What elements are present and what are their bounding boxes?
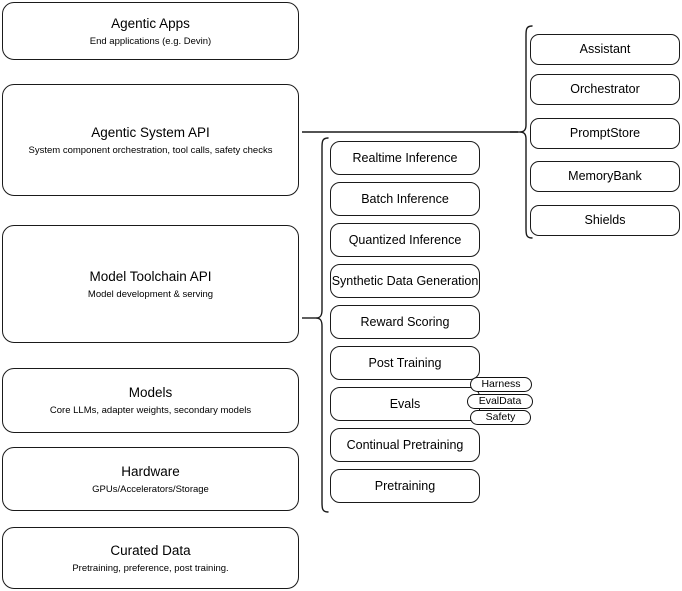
eval-pill-evaldata[interactable]: EvalData	[467, 394, 533, 409]
capability-box-batch-inference[interactable]: Batch Inference	[330, 182, 480, 216]
layer-box-curated-data[interactable]: Curated Data Pretraining, preference, po…	[2, 527, 299, 589]
layer-box-agentic-apps[interactable]: Agentic Apps End applications (e.g. Devi…	[2, 2, 299, 60]
layer-subtitle: System component orchestration, tool cal…	[28, 144, 273, 156]
layer-title: Agentic Apps	[111, 15, 190, 31]
capability-box-reward-scoring[interactable]: Reward Scoring	[330, 305, 480, 339]
component-label: PromptStore	[569, 126, 641, 140]
capability-box-evals[interactable]: Evals	[330, 387, 480, 421]
capability-label: Post Training	[368, 355, 442, 370]
layer-subtitle: Model development & serving	[87, 288, 214, 300]
brace-toolchain-capabilities	[300, 136, 330, 516]
layer-subtitle: GPUs/Accelerators/Storage	[92, 483, 209, 495]
capability-box-continual-pretraining[interactable]: Continual Pretraining	[330, 428, 480, 462]
component-label: Assistant	[579, 42, 631, 56]
layer-title: Curated Data	[110, 542, 191, 558]
capability-box-pretraining[interactable]: Pretraining	[330, 469, 480, 503]
capability-label: Batch Inference	[361, 191, 449, 206]
eval-pill-label: Harness	[481, 378, 521, 390]
connector-system-api-to-components	[300, 124, 520, 140]
layer-box-hardware[interactable]: Hardware GPUs/Accelerators/Storage	[2, 447, 299, 511]
capability-box-realtime-inference[interactable]: Realtime Inference	[330, 141, 480, 175]
layer-subtitle: Core LLMs, adapter weights, secondary mo…	[49, 405, 252, 416]
capability-label: Pretraining	[374, 478, 436, 493]
eval-pill-label: EvalData	[478, 395, 522, 407]
layer-title: Agentic System API	[91, 124, 210, 140]
eval-pill-label: Safety	[485, 411, 516, 423]
capability-label: Synthetic Data Generation	[331, 273, 479, 288]
component-label: Shields	[584, 213, 626, 227]
layer-subtitle: Pretraining, preference, post training.	[72, 562, 229, 574]
capability-label: Quantized Inference	[348, 232, 462, 247]
eval-pill-safety[interactable]: Safety	[470, 410, 531, 425]
component-box-orchestrator[interactable]: Orchestrator	[530, 74, 680, 105]
capability-label: Continual Pretraining	[346, 437, 464, 452]
layer-box-models[interactable]: Models Core LLMs, adapter weights, secon…	[2, 368, 299, 433]
layer-subtitle: End applications (e.g. Devin)	[89, 35, 212, 47]
capability-label: Reward Scoring	[360, 314, 450, 329]
layer-title: Models	[128, 385, 173, 400]
layer-box-model-toolchain-api[interactable]: Model Toolchain API Model development & …	[2, 225, 299, 343]
component-box-promptstore[interactable]: PromptStore	[530, 118, 680, 149]
capability-box-post-training[interactable]: Post Training	[330, 346, 480, 380]
capability-label: Realtime Inference	[352, 150, 458, 165]
eval-pill-harness[interactable]: Harness	[470, 377, 532, 392]
component-box-memorybank[interactable]: MemoryBank	[530, 161, 680, 192]
component-box-assistant[interactable]: Assistant	[530, 34, 680, 65]
capability-box-synthetic-data-generation[interactable]: Synthetic Data Generation	[330, 264, 480, 298]
component-label: MemoryBank	[568, 169, 642, 183]
component-label: Orchestrator	[570, 82, 640, 96]
layer-title: Model Toolchain API	[89, 268, 212, 284]
component-box-shields[interactable]: Shields	[530, 205, 680, 236]
capability-label: Evals	[389, 396, 421, 411]
capability-box-quantized-inference[interactable]: Quantized Inference	[330, 223, 480, 257]
layer-box-agentic-system-api[interactable]: Agentic System API System component orch…	[2, 84, 299, 196]
layer-title: Hardware	[121, 463, 180, 479]
